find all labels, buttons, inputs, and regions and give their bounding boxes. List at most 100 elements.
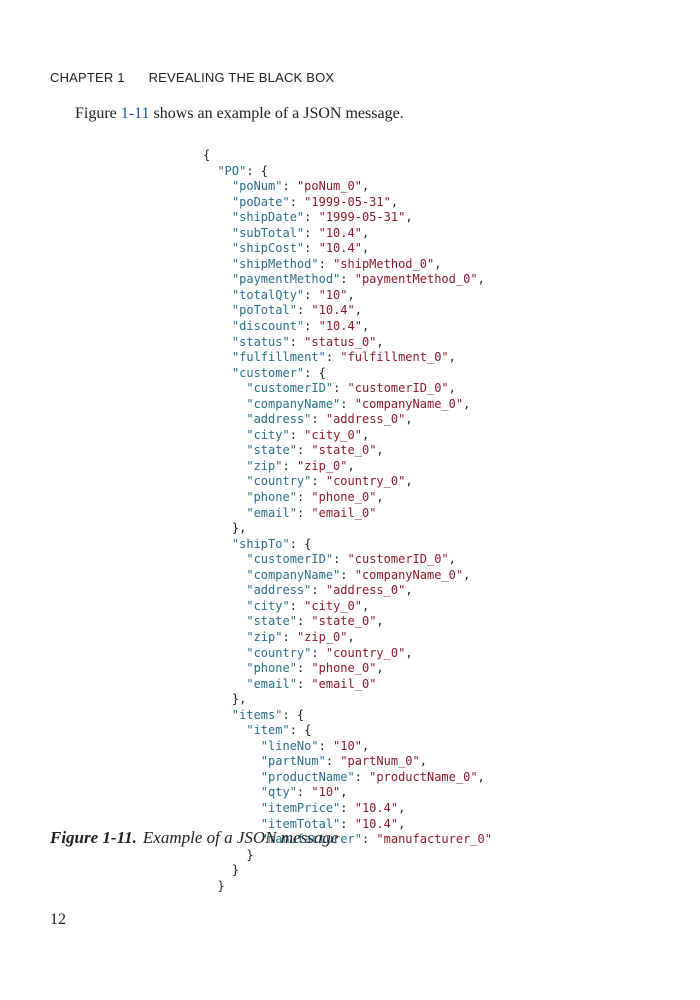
json-value: "country_0" [325,645,406,660]
json-punct: , [448,552,456,567]
json-punct [203,661,246,675]
json-punct [203,770,261,784]
json-key: "shipDate" [231,210,305,225]
json-code-figure: { "PO": { "poNum": "poNum_0", "poDate": … [203,148,492,894]
code-line: "phone": "phone_0", [203,490,384,505]
json-key: "customerID" [246,381,334,396]
json-punct: : [340,800,355,815]
code-line: "paymentMethod": "paymentMethod_0", [203,272,485,286]
json-key: "phone" [246,661,297,676]
json-key: "phone" [246,490,297,505]
code-line: "item": { [203,723,311,737]
json-punct: : [311,412,326,427]
chapter-title: REVEALING THE BLACK BOX [148,70,335,85]
code-line: "qty": "10", [203,785,348,799]
json-punct: }, [203,692,247,707]
json-punct [203,506,246,520]
code-line: "phone": "phone_0", [203,661,383,676]
json-value: "email_0" [311,505,377,520]
json-punct: : [340,272,355,287]
caption-label: Figure 1-11. [50,828,137,847]
json-key: "paymentMethod" [231,272,341,287]
json-punct [203,754,261,768]
json-punct: : [304,241,319,256]
json-punct: : { [282,707,305,722]
json-key: "email" [246,505,297,520]
intro-text-after: shows an example of a JSON message. [149,105,404,122]
json-key: "companyName" [246,396,341,411]
json-punct: { [203,148,211,162]
json-punct: : [282,629,297,644]
json-punct [203,490,246,504]
json-punct: : [354,769,370,784]
json-punct [203,303,232,317]
json-value: "address_0" [325,583,406,598]
json-punct: : [340,396,355,411]
json-key: "fulfillment" [231,350,326,365]
figure-link[interactable]: 1-11 [120,105,150,122]
json-key: "PO" [217,163,247,178]
json-value: "10.4" [318,241,362,256]
json-key: "companyName" [246,567,341,582]
json-value: "customerID_0" [347,552,449,567]
page-number: 12 [50,911,66,928]
code-line: "PO": { [203,164,268,178]
code-line: "shipDate": "1999-05-31", [203,210,413,224]
json-key: "shipTo" [231,536,290,551]
json-punct: : [333,552,348,567]
json-key: "zip" [246,458,283,473]
json-punct: , [398,816,406,831]
code-line: "companyName": "companyName_0", [203,568,470,582]
code-line: } [203,863,239,877]
json-punct [203,801,261,815]
json-value: "companyName_0" [354,567,464,582]
json-punct [203,552,246,566]
json-key: "manufacturer" [260,832,362,847]
json-punct: , [376,614,384,629]
json-value: "manufacturer_0" [376,832,492,847]
json-punct: , [448,381,456,396]
json-key: "qty" [260,785,297,800]
json-value: "10" [311,785,341,800]
json-punct: , [434,256,442,271]
json-punct: : { [304,365,326,380]
json-value: "email_0" [311,676,377,691]
json-punct [203,785,261,799]
json-key: "address" [246,412,312,427]
json-punct [203,428,246,442]
code-line: "poDate": "1999-05-31", [203,195,398,209]
code-line: "country": "country_0", [203,645,412,660]
code-line: "email": "email_0" [203,677,376,691]
code-line: "totalQty": "10", [203,288,355,302]
json-punct [203,630,246,644]
json-punct: , [361,427,370,442]
json-punct: : [296,661,312,676]
json-key: "discount" [231,319,305,334]
json-key: "subTotal" [231,225,305,240]
json-punct: } [203,863,240,878]
json-key: "status" [231,334,290,349]
json-punct: , [376,490,384,505]
json-punct [203,226,232,240]
json-punct: , [347,458,355,473]
json-punct [203,614,246,628]
json-punct [203,350,232,364]
code-line: "items": { [203,708,304,722]
json-punct [203,568,246,582]
json-key: "itemTotal" [260,816,341,831]
json-punct: , [405,474,413,489]
json-key: "totalQty" [231,287,305,302]
json-punct: : [296,614,312,629]
json-punct [203,272,232,286]
json-punct [203,537,232,551]
json-value: "1999-05-31" [318,210,406,225]
code-line: } [203,848,253,862]
json-value: "10.4" [354,800,399,815]
code-line: }, [203,521,246,535]
code-line: "address": "address_0", [203,583,412,598]
json-key: "shipMethod" [231,256,319,271]
json-key: "item" [246,723,290,738]
json-punct: : [296,443,312,458]
json-punct [203,723,246,737]
json-punct: , [361,225,370,240]
